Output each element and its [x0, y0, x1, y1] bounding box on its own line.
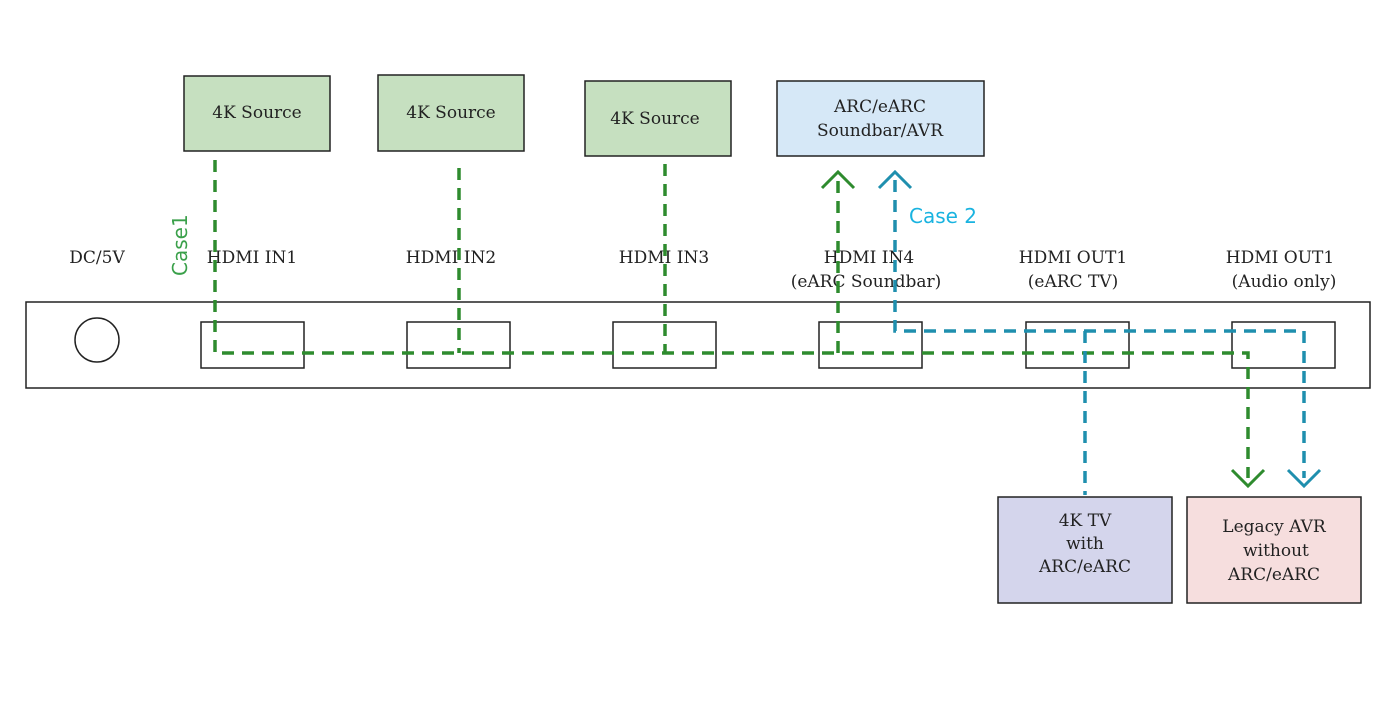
legacy-label-line3: ARC/eARC: [1227, 565, 1320, 585]
tv-label-line1: 4K TV: [1059, 511, 1112, 531]
port-label-in4: HDMI IN4: [824, 248, 914, 268]
case1-label: Case1: [168, 214, 192, 276]
source-box-3: [584, 80, 732, 157]
tv-box: [997, 496, 1173, 604]
soundbar-label-line2: Soundbar/AVR: [817, 121, 944, 141]
port-in1: [200, 321, 305, 369]
port-label-out2-sub: (Audio only): [1232, 272, 1337, 292]
case2-arrow-up: [877, 169, 913, 190]
source-label-1: 4K Source: [212, 103, 301, 123]
port-label-in2: HDMI IN2: [406, 248, 496, 268]
port-out2: [1231, 321, 1336, 369]
case1-arrow-up: [820, 169, 856, 190]
soundbar-box: [776, 80, 985, 157]
port-label-in3: HDMI IN3: [619, 248, 709, 268]
port-label-dc: DC/5V: [69, 248, 125, 268]
tv-label-line2: with: [1066, 534, 1104, 554]
tv-label-line3: ARC/eARC: [1038, 557, 1131, 577]
case2-arrow-down: [1286, 468, 1322, 489]
port-in2: [406, 321, 511, 369]
port-label-out1-sub: (eARC TV): [1028, 272, 1118, 292]
source-label-2: 4K Source: [406, 103, 495, 123]
case2-label: Case 2: [909, 204, 977, 228]
port-out1: [1025, 321, 1130, 369]
legacy-label-line1: Legacy AVR: [1222, 517, 1327, 537]
port-in3: [612, 321, 717, 369]
case2-paths: [893, 180, 1306, 495]
port-label-out2: HDMI OUT1: [1226, 248, 1334, 268]
port-label-out1: HDMI OUT1: [1019, 248, 1127, 268]
port-in4: [818, 321, 923, 369]
source-box-2: [377, 74, 525, 152]
port-label-in4-sub: (eARC Soundbar): [791, 272, 942, 292]
port-label-in1: HDMI IN1: [207, 248, 297, 268]
dc-jack: [74, 317, 120, 363]
legacy-avr-box: [1186, 496, 1362, 604]
case1-arrow-down: [1230, 468, 1266, 489]
case1-paths: [213, 160, 1250, 478]
device-enclosure: [25, 301, 1371, 389]
soundbar-label-line1: ARC/eARC: [833, 97, 926, 117]
case1-path-src1: [213, 160, 1250, 478]
legacy-label-line2: without: [1243, 541, 1309, 561]
source-label-3: 4K Source: [610, 109, 699, 129]
source-box-1: [183, 75, 331, 152]
